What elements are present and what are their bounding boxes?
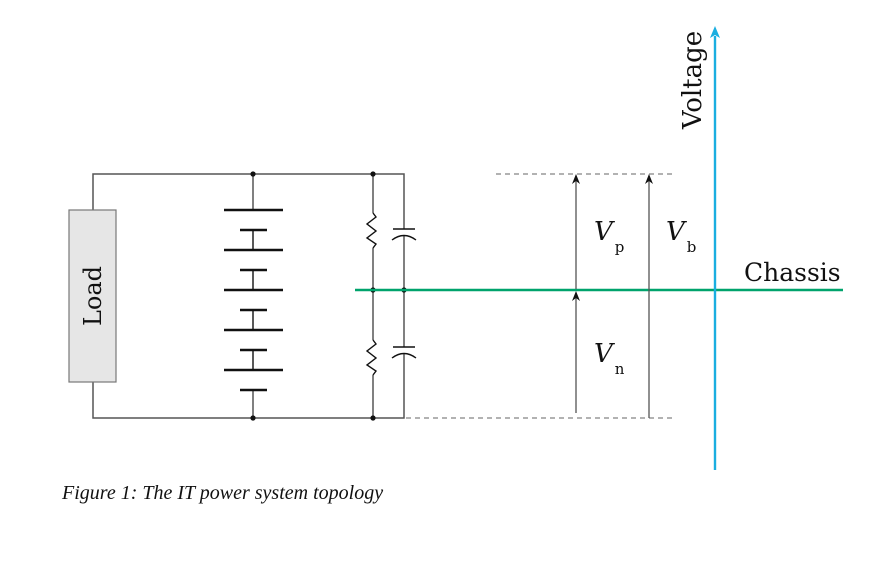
load-box	[68, 209, 117, 383]
circuit-wires	[92, 173, 405, 419]
load-label: Load	[79, 266, 107, 326]
capacitor-lower	[391, 346, 417, 359]
vn-symbol: V	[594, 339, 615, 369]
capacitor-upper-curved-plate	[391, 234, 417, 241]
capacitor-upper	[391, 228, 417, 241]
vp-symbol: V	[594, 217, 615, 247]
resistor-upper	[365, 212, 378, 249]
figure-caption: Figure 1: The IT power system topology	[62, 482, 384, 504]
chassis-label: Chassis	[744, 258, 841, 287]
junction-dot	[370, 171, 376, 177]
vb-symbol: V	[666, 217, 687, 247]
junction-dot	[250, 415, 256, 421]
bottom-wire	[92, 354, 405, 419]
vp-subscript: p	[615, 238, 625, 256]
voltage-axis-label: Voltage	[678, 31, 708, 130]
voltage-arrows	[572, 174, 653, 418]
junction-dot	[370, 415, 376, 421]
vp-arrow-head	[572, 174, 580, 184]
junction-dot	[250, 171, 256, 177]
top-wire	[92, 173, 405, 229]
vn-subscript: n	[615, 360, 625, 378]
vb-arrow-head	[645, 174, 653, 184]
resistor-lower	[365, 339, 378, 376]
vb-subscript: b	[687, 238, 697, 256]
battery	[224, 208, 283, 392]
capacitor-lower-curved-plate	[391, 352, 417, 359]
vn-arrow-head	[572, 291, 580, 301]
voltage-axis-arrow-icon	[710, 26, 720, 38]
